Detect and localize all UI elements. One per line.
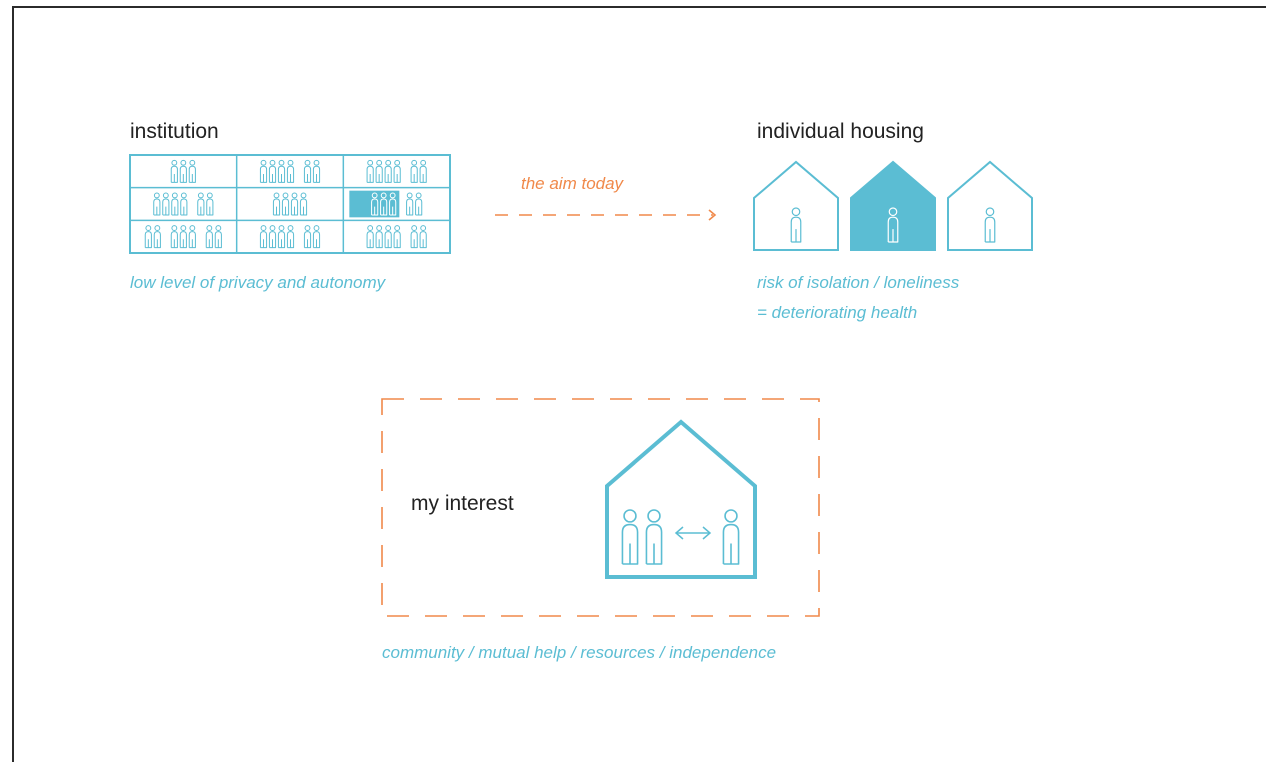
- person-icon: [281, 192, 290, 216]
- person-icon: [188, 159, 196, 183]
- shared-house-icon: [605, 419, 757, 579]
- isolation-caption-line2: = deteriorating health: [757, 303, 918, 322]
- person-icon: [790, 207, 802, 243]
- person-icon: [384, 225, 392, 249]
- person-icon: [170, 225, 178, 249]
- person-icon: [268, 225, 277, 249]
- person-icon: [153, 225, 161, 249]
- individual-houses: [753, 160, 1033, 251]
- double-arrow-icon: [674, 526, 712, 540]
- person-icon: [410, 159, 418, 183]
- person-icon: [277, 159, 286, 183]
- person-icon: [144, 225, 152, 249]
- person-icon: [393, 159, 401, 183]
- person-icon: [197, 192, 205, 216]
- person-icon: [299, 192, 308, 216]
- institution-grid: [129, 154, 451, 254]
- person-icon: [375, 225, 383, 249]
- person-icon: [384, 159, 392, 183]
- house-icon: [753, 160, 839, 251]
- person-icon: [380, 192, 388, 216]
- person-icon: [303, 225, 312, 249]
- person-icon: [312, 159, 321, 183]
- person-icon: [645, 509, 663, 565]
- person-icon: [410, 225, 418, 249]
- house-filled-icon: [850, 160, 936, 251]
- person-icon: [303, 159, 312, 183]
- person-icon: [180, 192, 188, 216]
- institution-title: institution: [130, 120, 219, 143]
- person-icon: [259, 225, 268, 249]
- page-frame: [12, 6, 1266, 762]
- person-icon: [419, 225, 427, 249]
- person-icon: [286, 225, 295, 249]
- person-icon: [272, 192, 281, 216]
- person-icon: [393, 225, 401, 249]
- person-icon: [887, 207, 899, 243]
- person-icon: [621, 509, 639, 565]
- interest-caption: community / mutual help / resources / in…: [382, 643, 777, 662]
- person-icon: [406, 192, 414, 216]
- institution-caption: low level of privacy and autonomy: [130, 273, 386, 292]
- interest-dashed-frame: [381, 398, 820, 617]
- person-icon: [179, 159, 187, 183]
- person-icon: [153, 192, 161, 216]
- person-icon: [206, 192, 214, 216]
- person-icon: [171, 192, 179, 216]
- person-icon: [179, 225, 187, 249]
- person-icon: [415, 192, 423, 216]
- person-icon: [277, 225, 286, 249]
- person-icon: [214, 225, 222, 249]
- individual-housing-title: individual housing: [757, 120, 924, 143]
- isolation-caption-line1: risk of isolation / loneliness: [757, 273, 960, 292]
- person-icon: [188, 225, 196, 249]
- person-icon: [205, 225, 213, 249]
- my-interest-title: my interest: [411, 492, 514, 515]
- person-icon: [162, 192, 170, 216]
- person-icon: [722, 509, 740, 565]
- person-icon: [268, 159, 277, 183]
- person-icon: [375, 159, 383, 183]
- person-icon: [259, 159, 268, 183]
- house-icon: [947, 160, 1033, 251]
- aim-today-label: the aim today: [521, 174, 624, 193]
- person-icon: [371, 192, 379, 216]
- person-icon: [389, 192, 397, 216]
- person-icon: [170, 159, 178, 183]
- person-icon: [312, 225, 321, 249]
- person-icon: [286, 159, 295, 183]
- person-icon: [366, 225, 374, 249]
- person-icon: [984, 207, 996, 243]
- person-icon: [290, 192, 299, 216]
- person-icon: [366, 159, 374, 183]
- dashed-arrow-right-icon: [495, 209, 717, 221]
- person-icon: [419, 159, 427, 183]
